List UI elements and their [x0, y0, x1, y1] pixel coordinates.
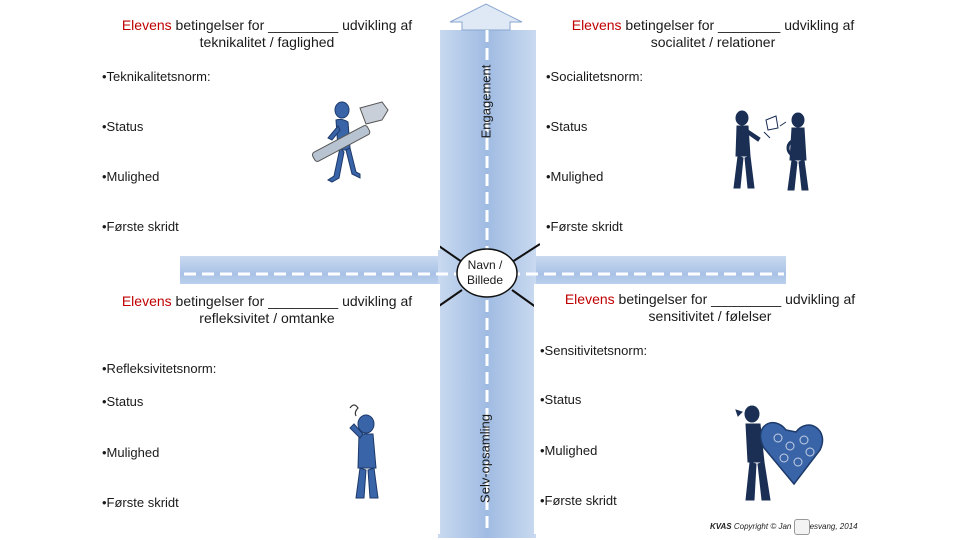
connector-top-right: [511, 243, 541, 263]
quadrant-title: Elevens betingelser for ________ udvikli…: [571, 17, 855, 50]
quadrant-title: Elevens betingelser for _________ udvikl…: [121, 17, 413, 50]
up-arrow: [449, 3, 523, 31]
quadrant-bottom-right: Elevens betingelser for _________ udvikl…: [534, 284, 886, 534]
connector-bottom-left: [435, 289, 463, 309]
status-item: •Status: [102, 394, 144, 409]
foerste-skridt-item: •Første skridt: [102, 219, 179, 234]
status-item: •Status: [102, 119, 144, 134]
norm-item: •Socialitetsnorm:: [546, 69, 644, 84]
quadrant-top-left: Elevens betingelser for _________ udvikl…: [94, 10, 440, 250]
connector-top-left: [435, 243, 463, 263]
status-item: •Status: [546, 119, 588, 134]
center-name-picture: Navn / Billede: [466, 258, 504, 287]
axis-label-selv-opsamling: Selv-opsamling: [477, 414, 493, 503]
norm-item: •Sensitivitetsnorm:: [540, 343, 648, 358]
heart-person-icon: [735, 405, 824, 501]
hammer-person-icon: [311, 101, 389, 183]
mulighed-item: •Mulighed: [540, 443, 598, 458]
center-ellipse: [456, 248, 518, 298]
talking-persons-icon: [733, 110, 809, 191]
foerste-skridt-item: •Første skridt: [546, 219, 623, 234]
quadrant-title: Elevens betingelser for _________ udvikl…: [564, 291, 856, 324]
mulighed-item: •Mulighed: [102, 445, 160, 460]
quadrant-bottom-left: Elevens betingelser for _________ udvikl…: [94, 284, 440, 534]
status-item: •Status: [540, 392, 582, 407]
norm-item: •Teknikalitetsnorm:: [102, 69, 211, 84]
axis-label-engagement: Engagement: [478, 64, 494, 139]
mulighed-item: •Mulighed: [546, 169, 604, 184]
mulighed-item: •Mulighed: [102, 169, 160, 184]
quadrant-title: Elevens betingelser for _________ udvikl…: [121, 293, 413, 326]
norm-item: •Refleksivitetsnorm:: [102, 361, 217, 376]
foerste-skridt-item: •Første skridt: [102, 495, 179, 510]
quadrant-top-right: Elevens betingelser for ________ udvikli…: [540, 10, 886, 250]
logo-icon: [793, 519, 810, 535]
copyright-notice: KVAS Copyright © Jan esvang, 2014: [710, 519, 858, 535]
foerste-skridt-item: •Første skridt: [540, 493, 617, 508]
thinking-person-icon: [349, 404, 379, 499]
